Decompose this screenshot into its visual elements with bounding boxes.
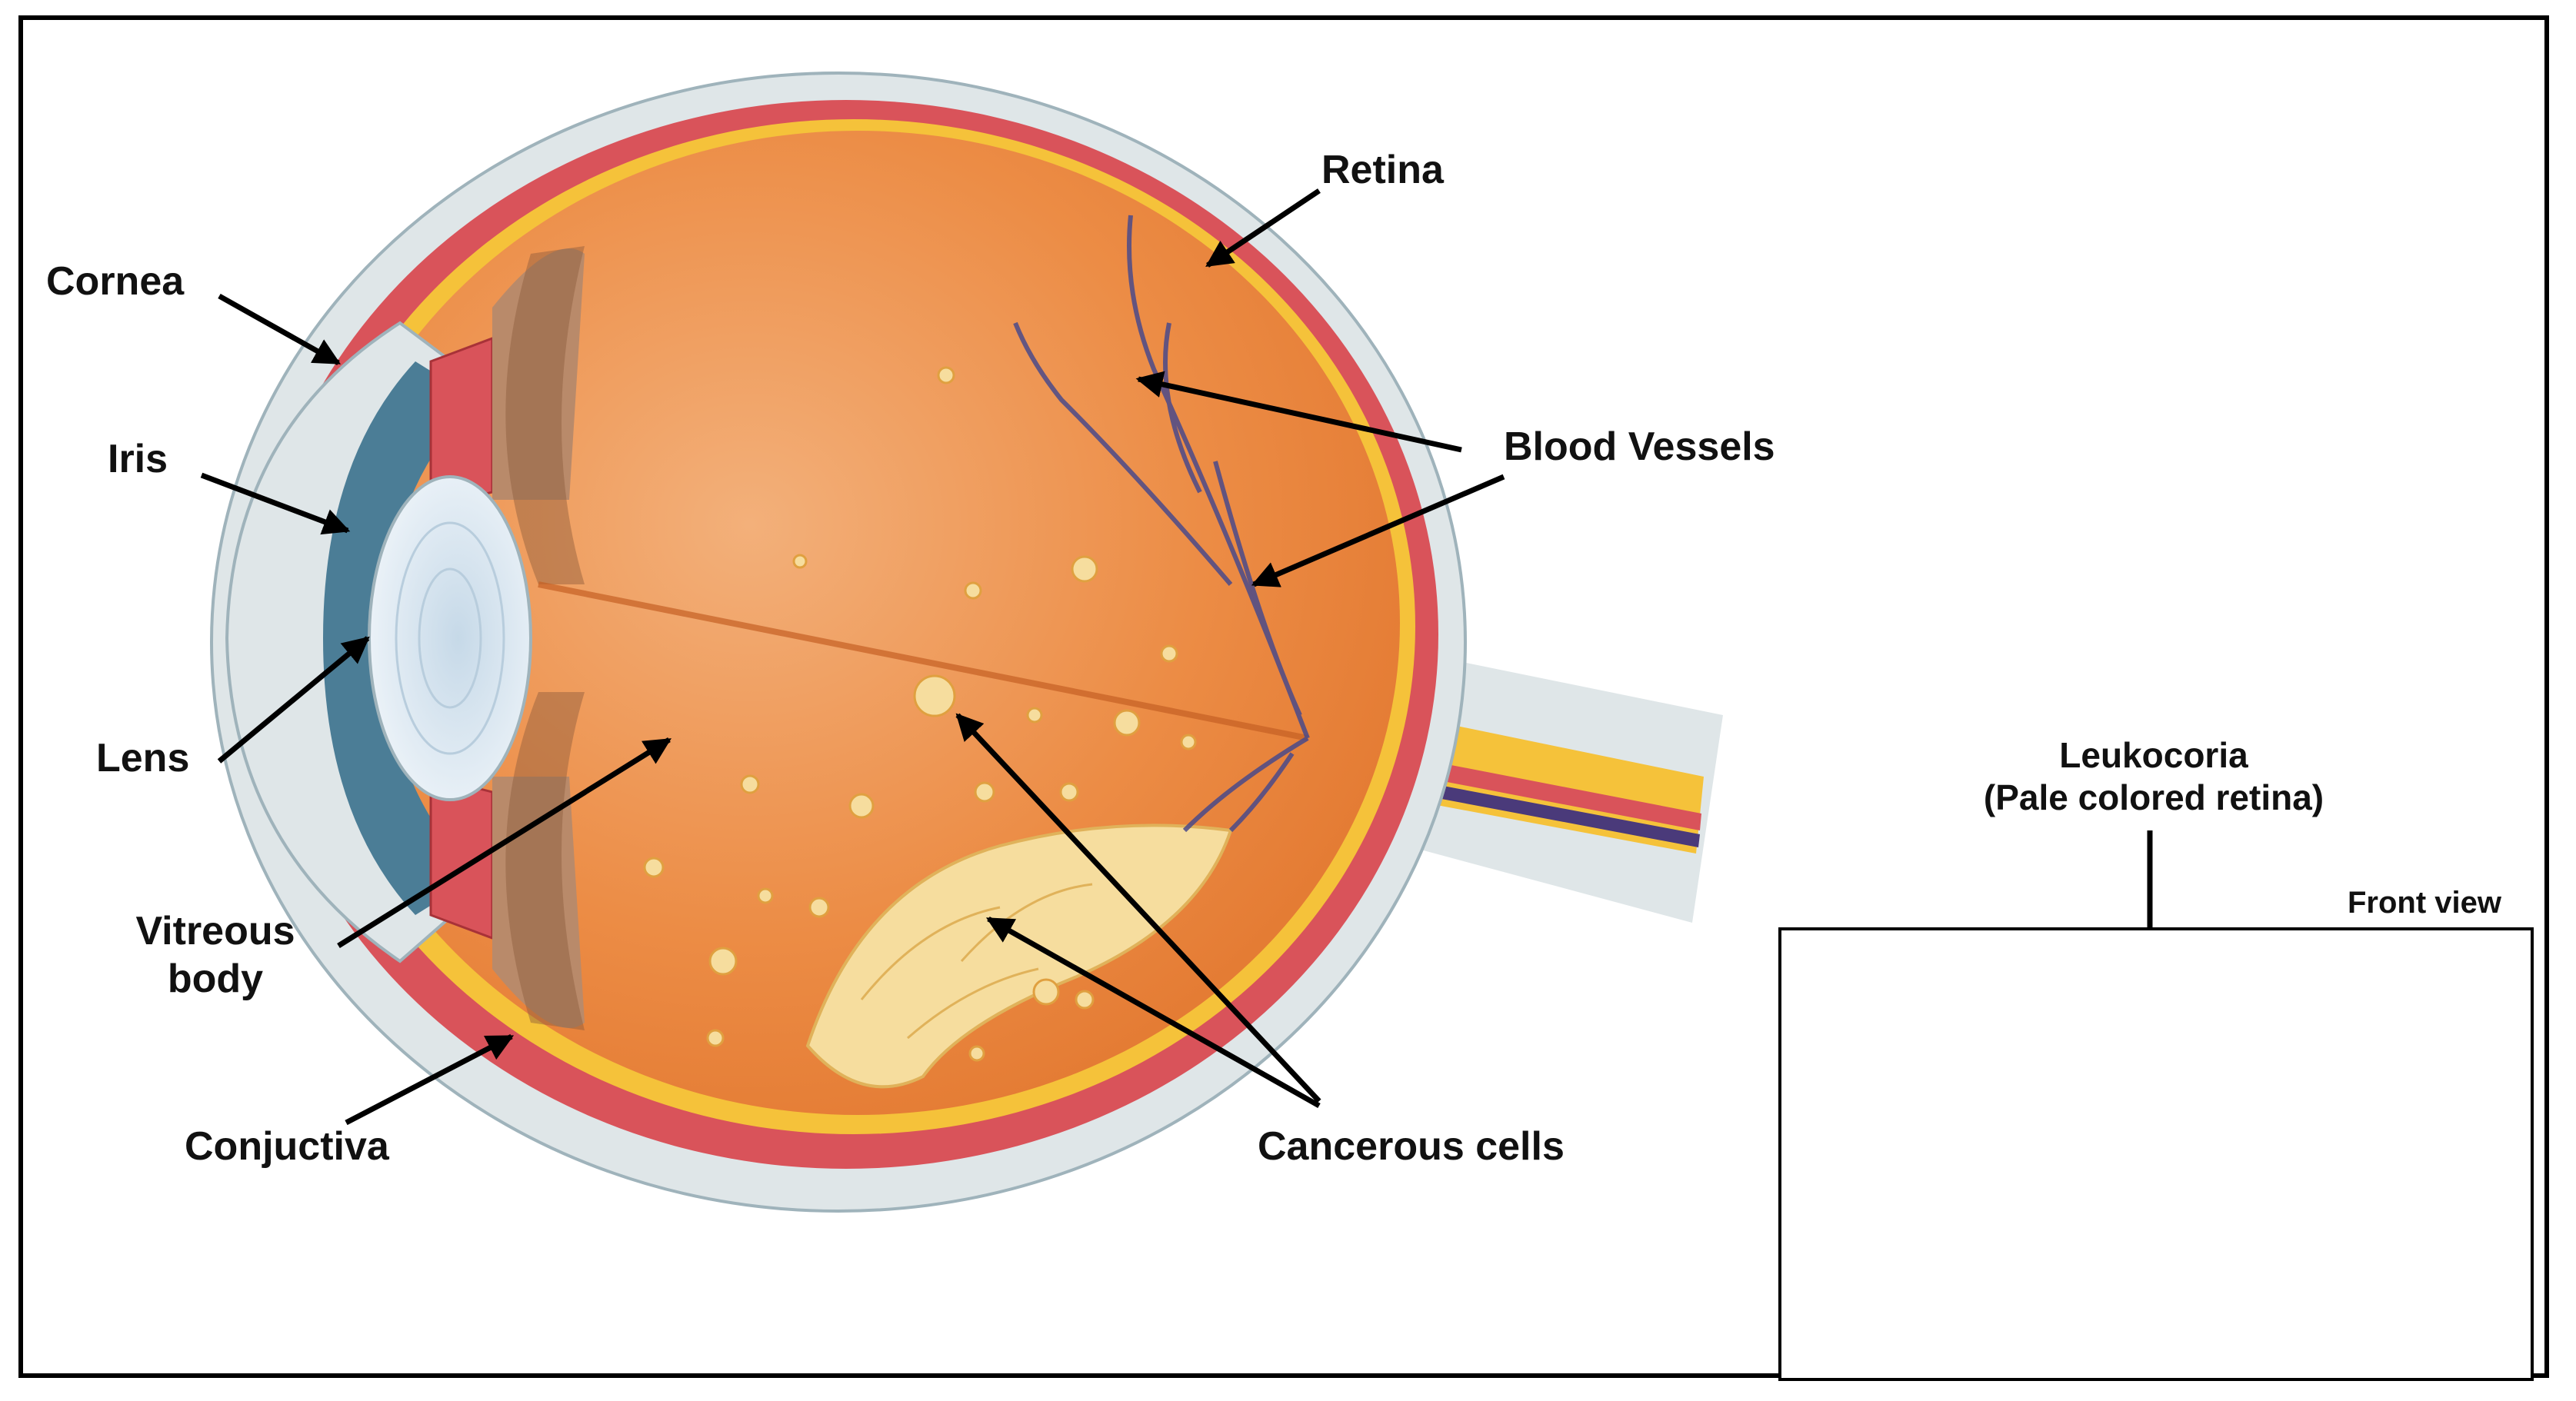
blood-vessels <box>1013 215 1310 833</box>
label-cancerous-cells: Cancerous cells <box>1258 1124 1565 1169</box>
label-leukocoria-line2: (Pale colored retina) <box>1983 777 2324 818</box>
label-leukocoria-line1: Leukocoria <box>2059 735 2248 775</box>
label-conjunctiva: Conjuctiva <box>185 1124 389 1169</box>
anterior-chamber <box>323 361 477 915</box>
label-leukocoria: Leukocoria (Pale colored retina) <box>1908 734 2400 819</box>
label-lens: Lens <box>96 736 190 780</box>
front-view-inset <box>1778 927 2534 1381</box>
label-blood-vessels: Blood Vessels <box>1504 424 1775 469</box>
label-cornea: Cornea <box>46 259 185 304</box>
label-retina: Retina <box>1321 148 1444 192</box>
label-arrows <box>200 188 1505 1126</box>
label-vitreous-line2: body <box>167 957 264 1002</box>
label-front-view: Front view <box>2348 886 2502 920</box>
label-vitreous-body: Vitreous body <box>115 907 315 1003</box>
lens <box>368 475 532 801</box>
cancerous-cell-dots <box>643 366 1197 1062</box>
label-vitreous-line1: Vitreous <box>135 909 295 953</box>
label-iris: Iris <box>108 437 168 481</box>
